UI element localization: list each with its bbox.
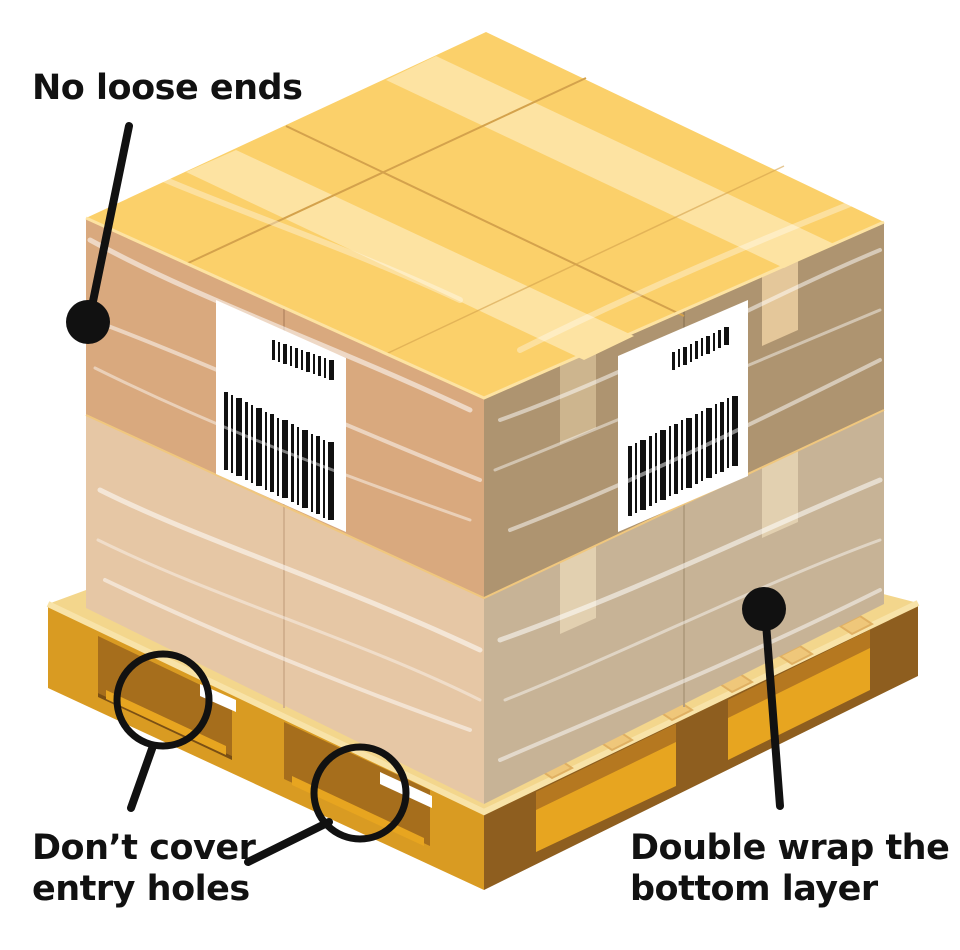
leader-entry-holes-2 [244, 818, 333, 866]
callout-entry-holes: Don’t cover entry holes [32, 828, 256, 910]
callout-no-loose-ends: No loose ends [32, 68, 303, 109]
callout-entry-holes-line1: Don’t cover [32, 828, 256, 868]
box-bottom-layer [86, 410, 884, 804]
leader-no-loose-ends [86, 122, 133, 320]
marker-dot-no-loose-ends [66, 300, 110, 344]
callout-no-loose-ends-text: No loose ends [32, 68, 303, 108]
entry-hole-ring-1 [113, 650, 213, 750]
box-top-face [86, 32, 884, 398]
entry-hole-ring-2 [310, 743, 410, 843]
callout-double-wrap: Double wrap the bottom layer [630, 828, 950, 910]
callout-leaders [86, 122, 784, 866]
leader-entry-holes-1 [127, 742, 157, 812]
callout-entry-holes-line2: entry holes [32, 869, 250, 909]
callout-double-wrap-line1: Double wrap the [630, 828, 950, 868]
leader-double-wrap [761, 606, 784, 810]
marker-dot-double-wrap [742, 587, 786, 631]
pallet-entry-hole-left-2 [284, 722, 430, 846]
callout-double-wrap-line2: bottom layer [630, 869, 878, 909]
shrink-wrap [87, 157, 883, 762]
shipping-label-left [216, 300, 346, 532]
